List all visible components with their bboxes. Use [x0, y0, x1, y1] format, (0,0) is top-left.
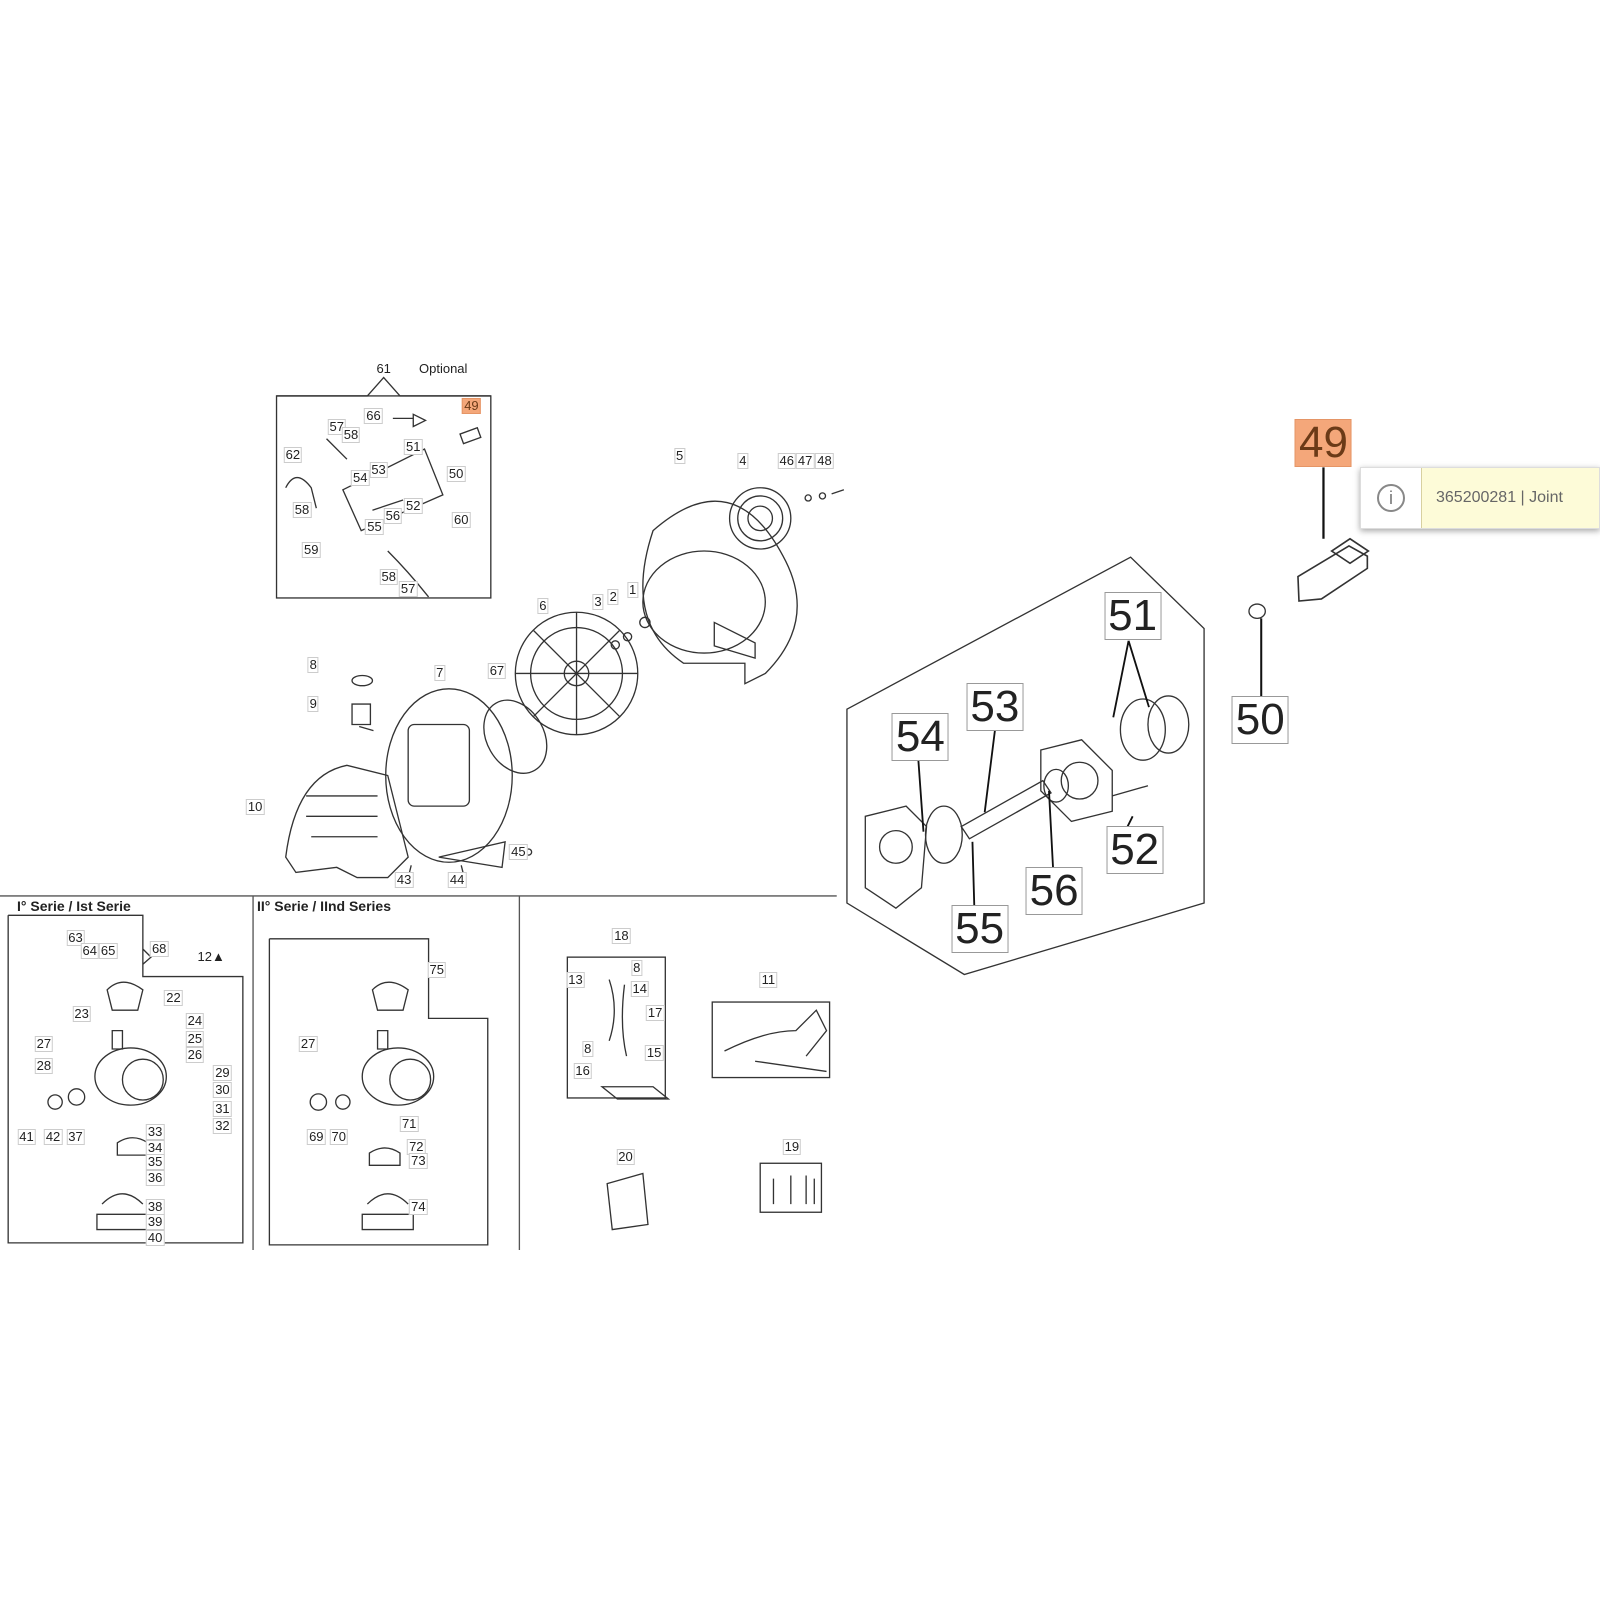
part-callout-37[interactable]: 37: [66, 1128, 85, 1145]
part-callout-16[interactable]: 16: [573, 1063, 592, 1080]
part-callout-52[interactable]: 52: [404, 498, 423, 515]
part-callout-66[interactable]: 66: [364, 408, 383, 425]
part-callout-51[interactable]: 51: [404, 438, 423, 455]
part-callout-35[interactable]: 35: [145, 1154, 165, 1171]
part-callout-12[interactable]: 12▲: [197, 949, 225, 965]
part-callout-13[interactable]: 13: [566, 971, 585, 988]
tooltip-text: 365200281 | Joint: [1422, 468, 1599, 528]
part-callout-31[interactable]: 31: [213, 1101, 232, 1118]
part-callout-45[interactable]: 45: [509, 844, 528, 861]
part-callout-74[interactable]: 74: [409, 1199, 428, 1216]
part-callout-40[interactable]: 40: [145, 1229, 165, 1246]
part-callout-5[interactable]: 5: [673, 448, 686, 465]
part-callout-3[interactable]: 3: [592, 594, 604, 611]
series-1-heading: I° Serie / Ist Serie: [17, 898, 131, 914]
part-callout-56[interactable]: 56: [1025, 866, 1083, 915]
part-callout-61[interactable]: 61: [376, 361, 391, 377]
part-callout-23[interactable]: 23: [72, 1006, 91, 1023]
part-tooltip: i 365200281 | Joint: [1360, 467, 1600, 529]
part-callout-58[interactable]: 58: [379, 568, 398, 585]
part-callout-49[interactable]: 49: [462, 398, 481, 415]
engine-cover: [285, 764, 409, 879]
part-callout-2[interactable]: 2: [607, 588, 619, 605]
part-callout-1[interactable]: 1: [627, 581, 639, 598]
part-callout-63[interactable]: 63: [66, 929, 85, 946]
part-callout-4[interactable]: 4: [737, 453, 749, 470]
part-callout-8[interactable]: 8: [307, 657, 319, 674]
part-callout-36[interactable]: 36: [145, 1169, 165, 1186]
part-callout-70[interactable]: 70: [329, 1128, 348, 1145]
part-callout-22[interactable]: 22: [164, 989, 183, 1006]
part-callout-75[interactable]: 75: [427, 962, 446, 979]
part-callout-20[interactable]: 20: [616, 1149, 635, 1166]
part-callout-43[interactable]: 43: [394, 871, 414, 888]
part-callout-32[interactable]: 32: [213, 1117, 232, 1134]
part-callout-27[interactable]: 27: [298, 1035, 318, 1052]
part-callout-67[interactable]: 67: [487, 663, 507, 680]
pump-detail-frame: [846, 556, 1205, 976]
part-callout-27[interactable]: 27: [34, 1035, 54, 1052]
part-callout-48[interactable]: 48: [815, 453, 834, 470]
part-callout-68[interactable]: 68: [149, 940, 169, 957]
fan-housing: [642, 500, 798, 685]
part-callout-10[interactable]: 10: [245, 799, 265, 816]
part-callout-49[interactable]: 49: [1294, 418, 1352, 467]
part-callout-58[interactable]: 58: [341, 426, 361, 443]
part-callout-44[interactable]: 44: [447, 871, 467, 888]
part-callout-54[interactable]: 54: [891, 712, 949, 761]
part-callout-65[interactable]: 65: [98, 943, 118, 960]
part-callout-47[interactable]: 47: [795, 453, 815, 470]
part-callout-53[interactable]: 53: [966, 683, 1024, 732]
part-callout-62[interactable]: 62: [283, 447, 303, 464]
part-callout-69[interactable]: 69: [307, 1128, 326, 1145]
part-callout-29[interactable]: 29: [213, 1065, 232, 1082]
part-callout-64[interactable]: 64: [80, 943, 100, 960]
part-callout-15[interactable]: 15: [644, 1045, 664, 1062]
part-callout-50[interactable]: 50: [446, 466, 466, 483]
optional-label: Optional: [419, 361, 468, 376]
part-callout-33[interactable]: 33: [145, 1123, 165, 1140]
part-callout-56[interactable]: 56: [383, 508, 403, 525]
part-callout-53[interactable]: 53: [369, 462, 388, 479]
part-callout-52[interactable]: 52: [1106, 826, 1164, 874]
part-callout-14[interactable]: 14: [630, 980, 650, 997]
part-callout-17[interactable]: 17: [645, 1005, 665, 1022]
part-callout-59[interactable]: 59: [301, 542, 321, 558]
info-icon: i: [1377, 484, 1405, 512]
part-callout-38[interactable]: 38: [145, 1199, 165, 1216]
part-callout-58[interactable]: 58: [292, 502, 312, 519]
optional-kit-box: [275, 395, 492, 599]
back-plate: [385, 688, 513, 863]
part-callout-11[interactable]: 11: [759, 971, 778, 988]
part-callout-39[interactable]: 39: [145, 1214, 165, 1231]
series-2-heading: II° Serie / IInd Series: [257, 898, 391, 914]
part-callout-8[interactable]: 8: [631, 960, 643, 977]
part-callout-30[interactable]: 30: [213, 1081, 232, 1098]
part-callout-6[interactable]: 6: [537, 598, 549, 615]
part-callout-55[interactable]: 55: [365, 518, 384, 535]
part-callout-55[interactable]: 55: [951, 904, 1009, 953]
part-callout-51[interactable]: 51: [1104, 592, 1162, 641]
part-callout-73[interactable]: 73: [409, 1153, 428, 1170]
part-callout-25[interactable]: 25: [185, 1030, 205, 1047]
part-callout-41[interactable]: 41: [17, 1128, 36, 1145]
part-callout-57[interactable]: 57: [327, 418, 346, 435]
part-callout-50[interactable]: 50: [1231, 696, 1289, 745]
part-callout-71[interactable]: 71: [399, 1116, 419, 1133]
part-callout-19[interactable]: 19: [782, 1138, 802, 1155]
part-callout-46[interactable]: 46: [777, 453, 796, 470]
part-callout-24[interactable]: 24: [185, 1013, 205, 1030]
part-callout-7[interactable]: 7: [434, 665, 446, 682]
part-callout-9[interactable]: 9: [307, 696, 319, 713]
part-callout-57[interactable]: 57: [398, 580, 418, 597]
part-callout-60[interactable]: 60: [451, 512, 471, 529]
part-callout-28[interactable]: 28: [34, 1058, 54, 1075]
part-callout-8[interactable]: 8: [582, 1040, 594, 1057]
part-callout-54[interactable]: 54: [350, 469, 370, 486]
part-callout-26[interactable]: 26: [185, 1047, 205, 1064]
part-callout-42[interactable]: 42: [43, 1128, 63, 1145]
part-callout-18[interactable]: 18: [612, 927, 631, 944]
